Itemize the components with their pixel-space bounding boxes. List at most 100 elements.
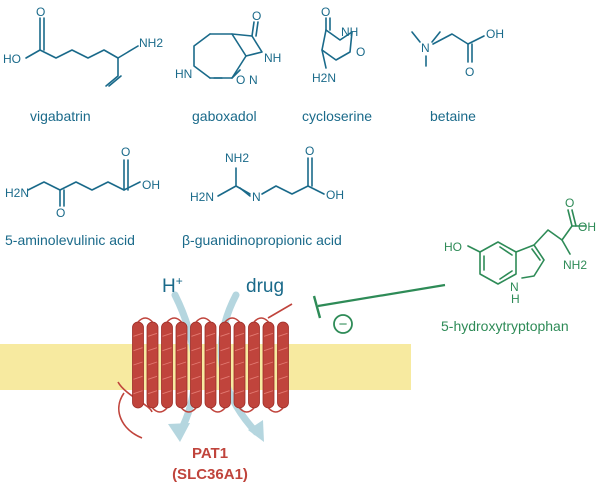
inhibition-arrow: − <box>312 283 446 334</box>
helix-turn <box>278 332 288 337</box>
gpa-amine-top: NH2 <box>225 151 249 165</box>
transmembrane-helix <box>146 321 159 409</box>
gaboxadol-amine: HN <box>175 67 192 81</box>
betaine-carbonyl: O <box>465 65 474 79</box>
htp-acid-oh: OH <box>578 220 596 234</box>
helix-loop <box>209 407 226 413</box>
guanidinopropionic-label: β-guanidinopropionic acid <box>182 232 342 248</box>
vigabatrin-structure: HO O NH2 vigabatrin <box>3 5 163 124</box>
helix-turn <box>249 361 259 366</box>
helix-turn <box>220 375 230 380</box>
transmembrane-helix <box>262 321 275 409</box>
gaboxadol-ring-nh: NH <box>264 51 281 65</box>
protein-gene: (SLC36A1) <box>172 466 248 483</box>
transmembrane-helix <box>175 321 188 409</box>
helix-turn <box>191 347 201 352</box>
helix-turn <box>220 390 230 395</box>
helix-loop <box>238 407 255 413</box>
helix-turn <box>147 375 158 380</box>
htp-hydroxyl: HO <box>444 240 462 254</box>
cycloserine-amine: H2N <box>312 71 336 85</box>
transmembrane-helix <box>190 321 202 409</box>
helix-turn <box>278 347 288 352</box>
gaboxadol-ring-n: N <box>249 73 258 87</box>
hydroxytryptophan-label: 5-hydroxytryptophan <box>441 318 569 334</box>
htp-amine: NH2 <box>563 258 587 272</box>
helix-turn <box>263 347 274 352</box>
helix-turn <box>234 361 245 366</box>
aminolevulinic-structure: H2N O OH O 5-aminolevulinic acid <box>5 145 160 248</box>
helix-turn <box>133 361 143 366</box>
helix-turn <box>234 347 245 352</box>
helix-turn <box>162 361 172 366</box>
betaine-structure: N OH O betaine <box>411 27 504 124</box>
helix-turn <box>133 332 143 337</box>
helix-loop <box>180 407 197 413</box>
helix-turn <box>147 332 158 337</box>
transmembrane-helix <box>277 321 289 409</box>
helix-turn <box>234 390 245 395</box>
helix-turn <box>220 332 230 337</box>
drug-label: drug <box>246 276 284 297</box>
helix-turn <box>191 375 201 380</box>
protein-name: PAT1 <box>192 445 228 462</box>
helix-turn <box>176 375 187 380</box>
htp-carbonyl: O <box>565 196 574 210</box>
helix-loop <box>151 407 168 413</box>
helix-turn <box>278 361 288 366</box>
helix-turn <box>249 347 259 352</box>
minus-sign: − <box>339 316 348 333</box>
vigabatrin-label: vigabatrin <box>30 108 91 124</box>
transmembrane-helix <box>248 321 260 409</box>
helix-turn <box>249 332 259 337</box>
htp-indole-h: H <box>511 292 520 306</box>
helix-turn <box>263 361 274 366</box>
helix-turn <box>162 347 172 352</box>
helix-turn <box>249 375 259 380</box>
helix-turn <box>147 390 158 395</box>
helix-turn <box>234 375 245 380</box>
guanidinopropionic-structure: NH2 H2N N OH O β-guanidinopropionic acid <box>182 144 344 248</box>
helix-turn <box>263 390 274 395</box>
gpa-hydroxyl: OH <box>326 188 344 202</box>
ala-amine: H2N <box>5 186 29 200</box>
vigabatrin-carbonyl: O <box>36 5 45 19</box>
betaine-hydroxyl: OH <box>486 27 504 41</box>
cycloserine-structure: O NH O H2N cycloserine <box>302 5 372 124</box>
gaboxadol-ring-o: O <box>236 73 245 87</box>
gpa-imine: N <box>252 190 261 204</box>
cycloserine-label: cycloserine <box>302 108 372 124</box>
helix-turn <box>162 375 172 380</box>
gaboxadol-carbonyl: O <box>252 9 261 23</box>
ala-carbonyl: O <box>121 145 130 159</box>
helix-turn <box>205 332 216 337</box>
htp-indole-n: N <box>510 280 519 294</box>
helix-turn <box>176 347 187 352</box>
helix-turn <box>205 375 216 380</box>
helix-turn <box>133 375 143 380</box>
ala-ketone: O <box>56 206 65 220</box>
betaine-label: betaine <box>430 108 476 124</box>
transmembrane-helix <box>233 321 246 409</box>
helix-turn <box>234 332 245 337</box>
transmembrane-helix <box>219 321 231 409</box>
helix-turn <box>249 390 259 395</box>
betaine-ammonium: N <box>421 41 430 55</box>
transmembrane-helix <box>204 321 217 409</box>
helix-turn <box>220 361 230 366</box>
helix-loop <box>267 407 284 413</box>
gpa-carbonyl: O <box>305 144 314 158</box>
hydroxytryptophan-structure: HO N H O OH NH2 5-hydroxytryptophan <box>441 196 596 334</box>
cycloserine-ring-o: O <box>356 45 365 59</box>
helix-loop <box>253 317 270 323</box>
helix-loop <box>137 317 154 323</box>
helix-turn <box>191 332 201 337</box>
inhibition-circle <box>333 314 353 334</box>
pat1-transporter <box>117 303 293 439</box>
helix-turn <box>278 375 288 380</box>
helix-turn <box>205 390 216 395</box>
vigabatrin-amine: NH2 <box>139 36 163 50</box>
helix-turn <box>147 361 158 366</box>
